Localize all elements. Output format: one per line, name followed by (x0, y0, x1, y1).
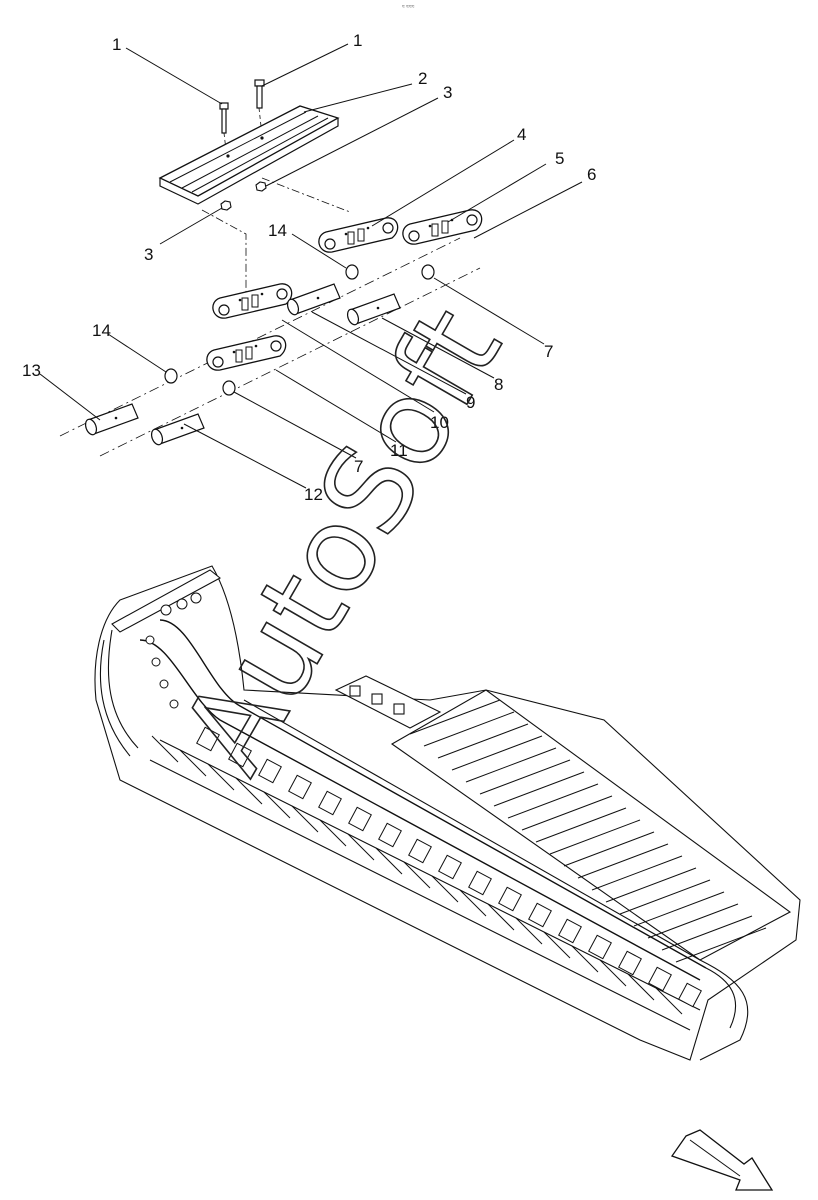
exploded-parts-group (59, 79, 483, 457)
left-end-link-stack (145, 592, 202, 709)
track-shoe-plate (158, 105, 340, 205)
assembled-track-chain (94, 565, 801, 1061)
callout-7-lower: 7 (354, 457, 363, 476)
callout-10: 10 (430, 413, 449, 432)
leader-lines (39, 43, 583, 489)
callout-1-right: 1 (353, 31, 362, 50)
callout-13: 13 (22, 361, 41, 380)
callout-3-lower: 3 (144, 245, 153, 264)
callout-1-left: 1 (112, 35, 121, 54)
pin-13 (82, 403, 139, 437)
link-plate-4 (318, 217, 399, 253)
link-plate-11 (206, 335, 287, 371)
nut-left (220, 200, 232, 211)
callout-7-upper: 7 (544, 342, 553, 361)
callout-14-upper: 14 (268, 221, 287, 240)
callout-14-lower: 14 (92, 321, 111, 340)
callout-6: 6 (587, 165, 596, 184)
lower-run-shoes (151, 735, 683, 1015)
chain-segment-top (334, 675, 442, 729)
callout-11: 11 (390, 441, 408, 460)
callout-4: 4 (517, 125, 526, 144)
bolt-left (219, 102, 229, 134)
seal-14-lower (164, 368, 178, 384)
seal-14-upper (345, 264, 359, 280)
chain-link-details (196, 726, 702, 1008)
tiny-header-mark: ≈ ≈≈≈ (402, 4, 415, 10)
callout-9: 9 (466, 393, 475, 412)
callout-2: 2 (418, 69, 427, 88)
seal-7-lower (222, 380, 236, 396)
link-plate-5 (402, 209, 483, 245)
seal-7-upper (421, 264, 435, 280)
callout-labels: 1 1 2 3 3 4 5 6 14 7 8 9 10 11 14 13 7 1… (22, 31, 596, 504)
nut-right (255, 181, 267, 192)
link-plate-10 (212, 283, 293, 319)
callout-5: 5 (555, 149, 564, 168)
front-direction-arrow-icon (670, 1129, 774, 1191)
upper-run-shoes (409, 699, 767, 963)
callout-8: 8 (494, 375, 503, 394)
bolt-right (254, 79, 265, 109)
callout-3-upper: 3 (443, 83, 452, 102)
callout-12: 12 (304, 485, 323, 504)
bushing-9 (284, 283, 341, 317)
